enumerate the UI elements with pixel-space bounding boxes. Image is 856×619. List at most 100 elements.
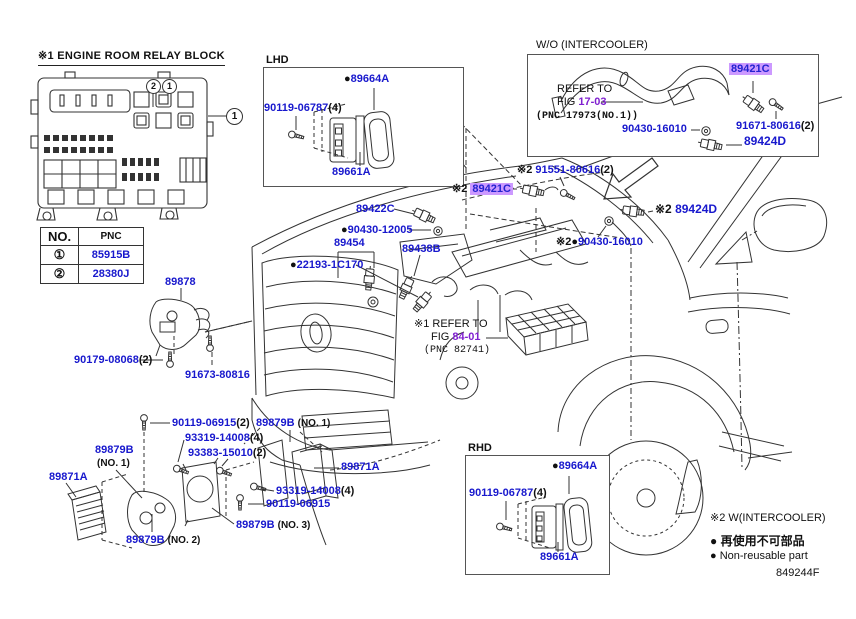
rhd-box-drawing [495,476,593,553]
label-89454: 89454 [334,237,365,250]
label-90119-06915-2: 90119-06915(2) [172,417,250,430]
non-reusable-bullet-icon: ● [571,236,578,248]
sensor-89878-drawing [140,288,253,368]
part-number[interactable]: 89661A [332,166,371,178]
label-89421c-car: ※2 89421C [452,183,513,196]
part-number[interactable]: 89871A [49,471,88,483]
quantity: (2) [800,120,815,132]
quantity: (4) [533,487,547,499]
label-89664a-rhd: ●89664A [552,460,597,473]
row1-pnc[interactable]: 85915B [78,245,144,265]
relay-block-drawing [30,71,226,221]
engine-refer-fig-line: FIG 84-01 [431,331,481,344]
non-reusable-bullet-icon: ● [341,224,348,236]
row2-no: ② [40,264,79,284]
wo-intercooler-title: W/O (INTERCOOLER) [536,39,648,51]
part-number[interactable]: 89664A [558,460,598,472]
part-number[interactable]: 22193-1C170 [296,259,364,271]
relay-block-title: ※1 ENGINE ROOM RELAY BLOCK [38,50,225,66]
legend-en-non-reusable: ● Non-reusable part [710,550,808,562]
part-number[interactable]: 89424D [675,202,718,216]
label-91671-80616: 91671-80616(2) [736,120,814,133]
pnc-reference: (PNC 17973(NO.1)) [536,111,639,122]
part-number[interactable]: 91673-80816 [185,369,250,381]
part-number-highlighted[interactable]: 89421C [729,63,772,75]
part-number[interactable]: 89871A [341,461,380,473]
table-row: ② 28380J [40,264,144,284]
part-number[interactable]: 89879B [256,417,295,429]
part-number[interactable]: 89422C [356,203,395,215]
part-number[interactable]: 91671-80616 [736,120,801,132]
position-note: (NO. 1) [297,418,331,429]
lhd-detail-box [263,67,464,187]
part-number[interactable]: 89879B [95,444,134,456]
non-reusable-bullet-icon: ● [344,73,351,85]
label-89878: 89878 [165,276,196,289]
engine-bay-drawing [431,111,632,440]
part-number[interactable]: 93319-14008 [276,485,341,497]
fig-link-17-03[interactable]: 17-03 [578,96,607,108]
part-number[interactable]: 89664A [350,73,390,85]
part-number[interactable]: 89438B [402,243,441,255]
col-header-no: NO. [40,227,79,246]
label-89421c-box: 89421C [729,63,772,76]
lhd-title: LHD [266,54,289,66]
label-93319-14008-a: 93319-14008(4) [185,432,263,445]
label-90119-06787-rhd: 90119-06787(4) [469,487,547,500]
label-90119-06787-lhd: 90119-06787(4) [264,102,342,115]
quantity: (2) [252,447,267,459]
row2-pnc[interactable]: 28380J [78,264,144,284]
part-number[interactable]: 89454 [334,237,365,249]
part-number[interactable]: 90430-12005 [347,224,413,236]
table-header-row: NO. PNC [40,227,144,246]
label-90179-08068: 90179-08068(2) [74,354,152,367]
label-91551-80616: ※2 91551-80616(2) [517,164,614,177]
part-number[interactable]: 90119-06787 [469,487,534,499]
label-91673-80816: 91673-80816 [185,369,250,382]
part-number-highlighted[interactable]: 89421C [470,183,513,195]
part-number[interactable]: 89661A [540,551,579,563]
label-90430-16010-car: ※2●90430-16010 [556,236,643,249]
part-number[interactable]: 90119-06787 [264,102,329,114]
position-note: (NO. 1) [97,458,130,469]
quantity: (2) [236,417,250,429]
part-number[interactable]: 93383-15010 [188,447,253,459]
position-note: (NO. 2) [167,535,201,546]
part-number[interactable]: 89424D [744,134,787,148]
part-number[interactable]: 90119-06915 [172,417,237,429]
part-number[interactable]: 90119-06915 [266,498,331,510]
label-89438b: 89438B [402,243,441,256]
label-90119-06915-b: 90119-06915 [266,498,330,511]
direction-arrow [603,157,659,200]
non-reusable-bullet-icon: ● [290,259,297,271]
engine-sensors-drawing [337,176,654,315]
callout-1-right: 1 [226,108,243,125]
col-header-pnc: PNC [78,227,144,246]
part-number[interactable]: 90430-16010 [622,123,687,135]
label-93319-14008-b: 93319-14008(4) [276,485,354,498]
label-89661a-lhd: 89661A [332,166,371,179]
label-89879b-no1-right: 89879B (NO. 1) [256,417,330,430]
row1-no: ① [40,245,79,265]
ecu-cluster-drawing [65,414,441,549]
quantity: (4) [328,102,342,114]
part-number[interactable]: 90430-16010 [578,236,643,248]
part-number[interactable]: 89879B [126,534,165,546]
label-22193-1c170: ●22193-1C170 [290,259,363,272]
rhd-detail-box [465,455,610,575]
quantity: (4) [249,432,264,444]
label-89422c: 89422C [356,203,395,216]
quantity: (2) [600,164,614,176]
callout-2: 2 [146,79,161,94]
part-number[interactable]: 90179-08068 [74,354,139,366]
non-reusable-bullet-icon: ● [552,460,559,472]
part-number[interactable]: 93319-14008 [185,432,250,444]
part-number[interactable]: 89878 [165,276,196,288]
part-number[interactable]: 89879B [236,519,275,531]
part-number[interactable]: 91551-80616 [535,164,601,176]
vehicle-outline [251,96,843,556]
fig-link-84-01[interactable]: 84-01 [452,331,481,343]
drawing-code: 849244F [776,567,820,579]
quantity: (2) [138,354,153,366]
